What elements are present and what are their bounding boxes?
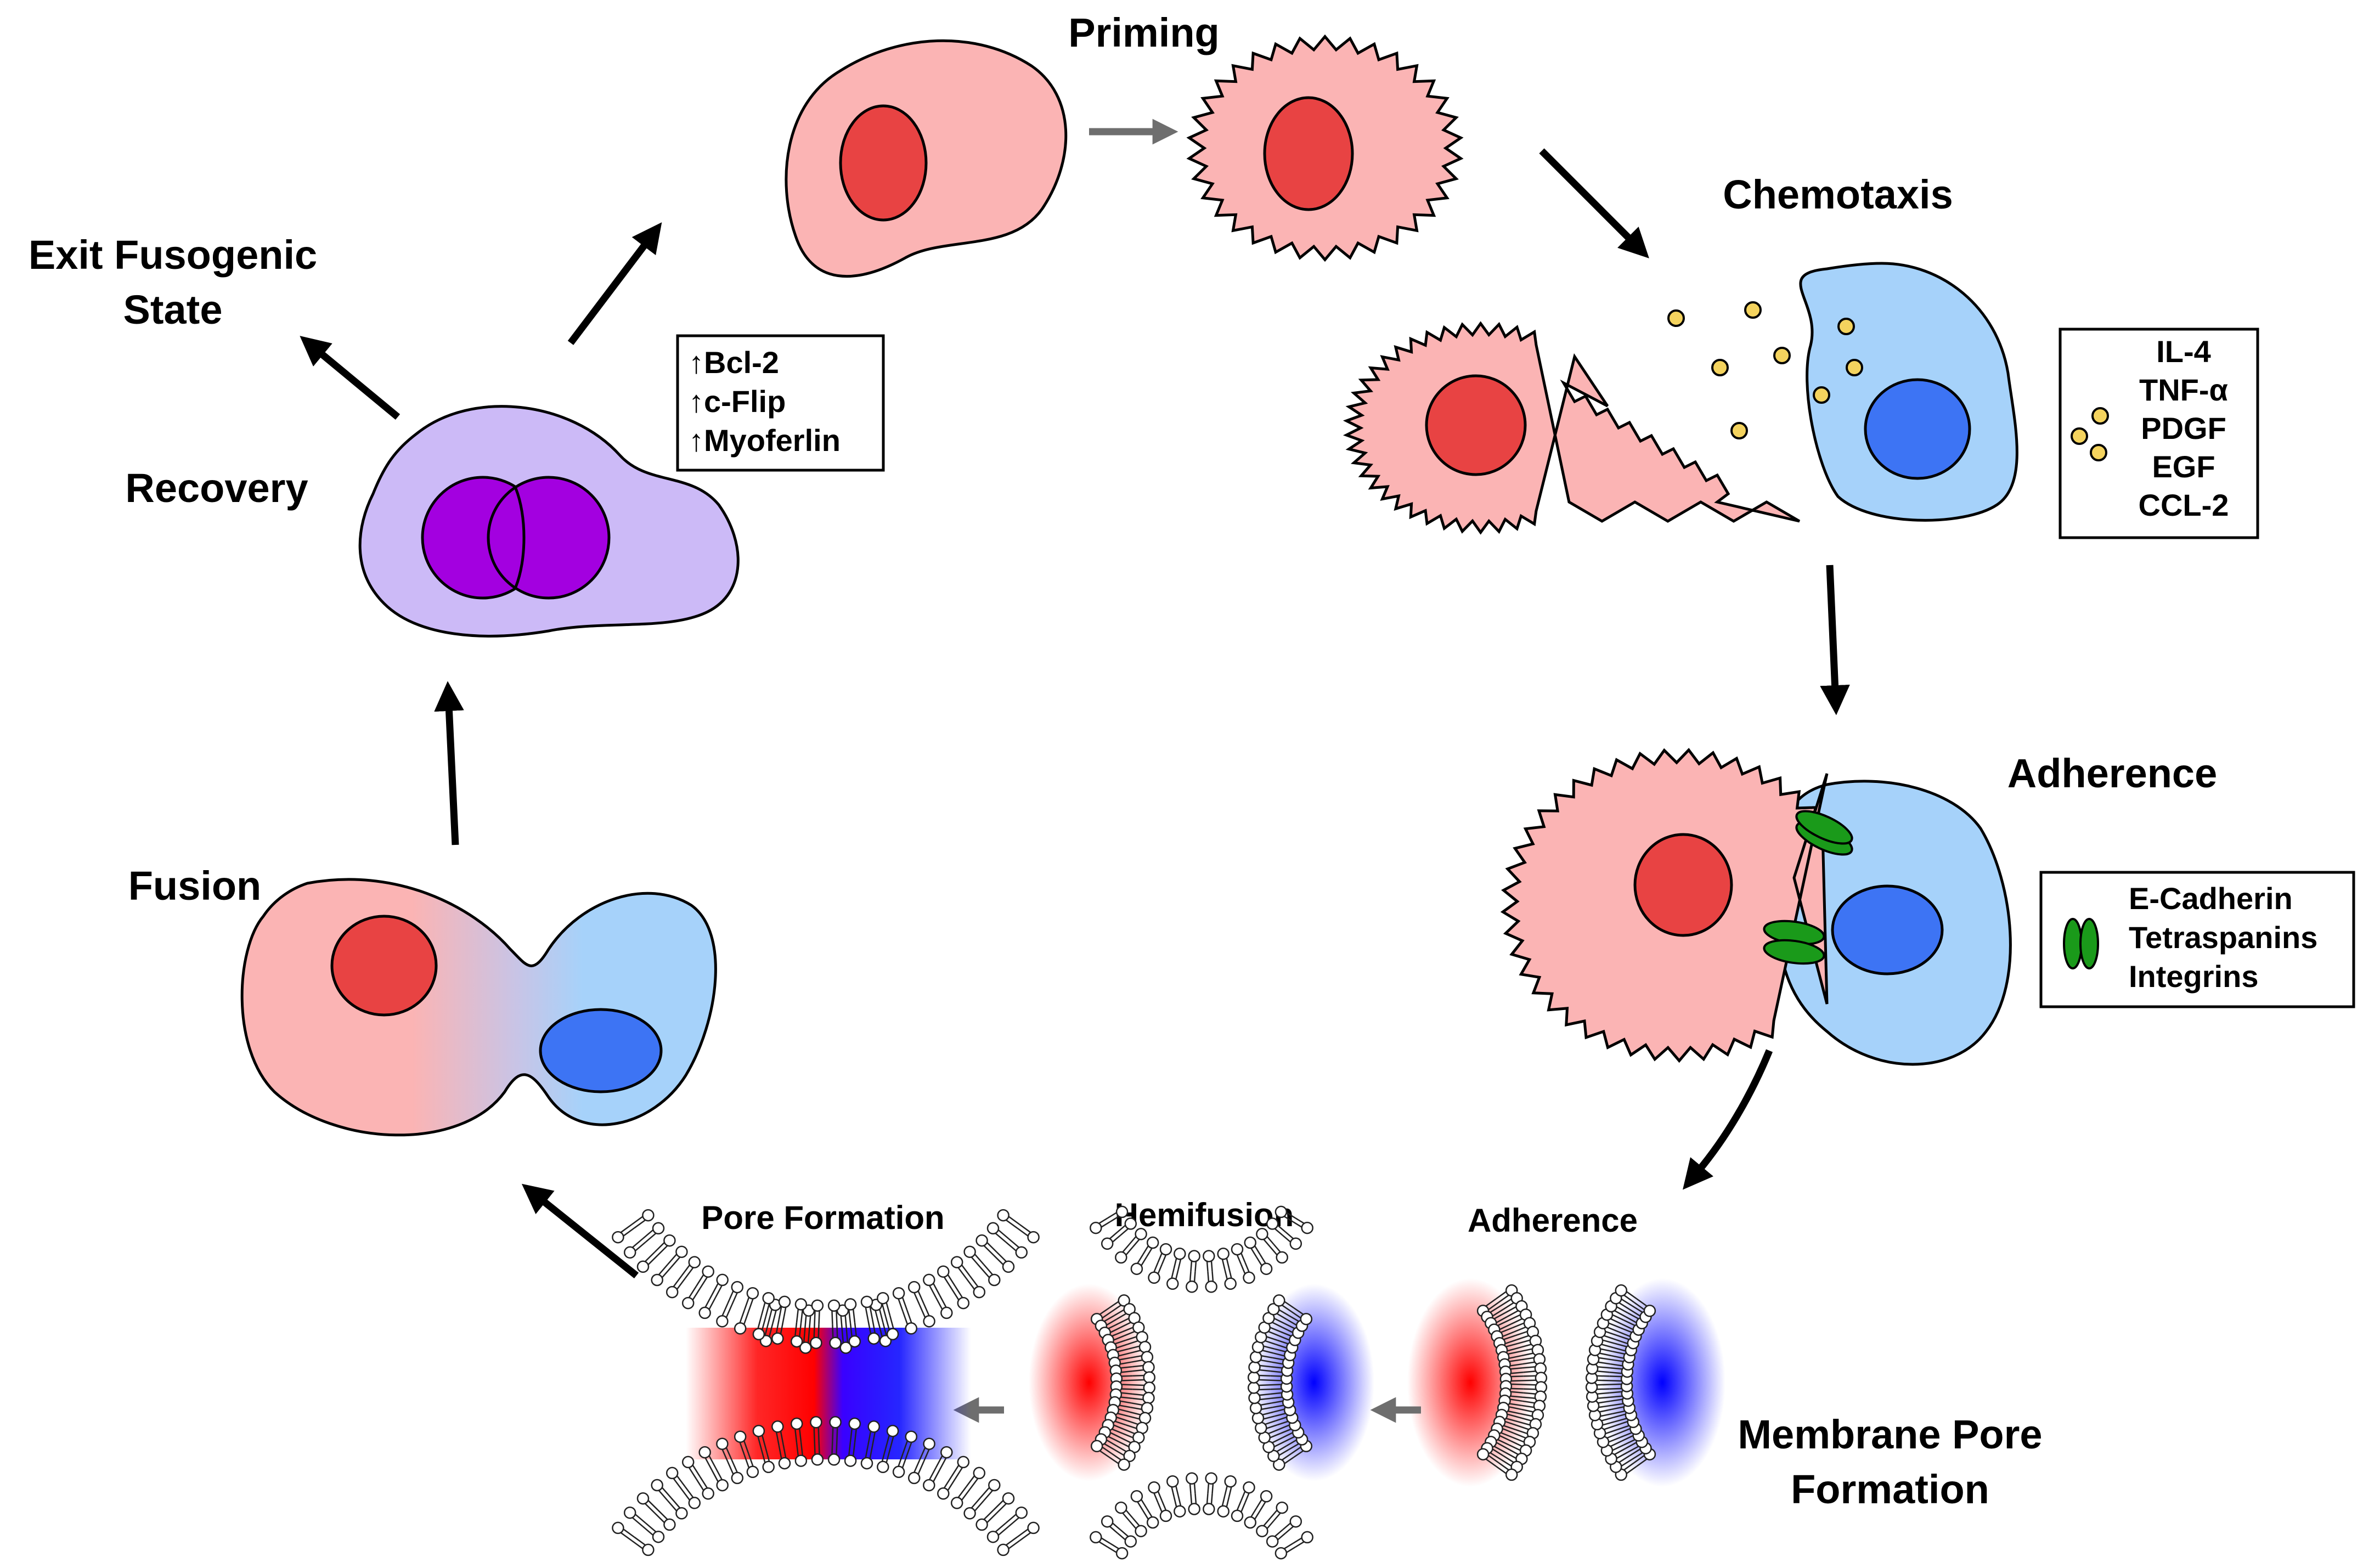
adhering-macrophage [1500,748,1832,1063]
chemokine-il4: IL-4 [2156,334,2211,369]
stage-label-exit-2: State [123,287,223,332]
recovered-cell [358,405,740,638]
adhesion-molecule-legend-icon [2063,918,2099,969]
stage-label-membrane-pore-1: Membrane Pore [1738,1412,2042,1457]
chemokine-dot [1744,301,1762,319]
fusing-cells [240,878,717,1137]
adhesion-molecule-box: E-Cadherin Tetraspanins Integrins [2039,871,2355,1008]
arrow-to-chemotaxis [1539,148,1649,258]
chemokine-dot [1667,309,1685,327]
chemokine-legend-icon [2071,407,2109,461]
chemokine-legend-dot [2090,444,2107,461]
adhesion-tetraspanins: Tetraspanins [2129,920,2317,955]
primed-macrophage [1186,34,1464,262]
chemokine-dot [1813,386,1830,404]
membrane-adherence [1407,1278,1725,1487]
chemokine-dot [1730,422,1748,439]
adhesion-ecadherin: E-Cadherin [2129,881,2293,916]
resting-macrophage [785,39,1068,278]
chemokine-dots [1667,301,1863,439]
arrow-to-recovery [434,681,464,845]
membrane-pore-formation [612,1209,1040,1556]
adhesion-molecules [1763,810,1853,965]
membrane-step-adherence: Adherence [1468,1202,1638,1239]
chemokine-egf: EGF [2152,449,2215,484]
marker-cflip: ↑c-Flip [689,384,786,419]
stage-label-adherence: Adherence [2007,751,2217,796]
adhesion-integrins: Integrins [2129,959,2258,994]
arrow-to-priming [567,222,662,345]
arrow-to-fusion [521,1183,639,1279]
chemokine-ccl2: CCL-2 [2139,488,2229,522]
migrating-macrophage [1343,321,1801,535]
macrophage-nucleus [839,104,928,222]
marker-bcl2: ↑Bcl-2 [689,345,779,380]
chemokine-dot [1837,318,1855,335]
chemokine-dot [1846,359,1863,376]
membrane-hemifusion [1029,1205,1374,1560]
stage-label-membrane-pore-2: Formation [1791,1467,1989,1512]
stage-label-priming: Priming [1068,10,1219,55]
chemokine-legend-dot [2091,407,2109,425]
marker-myoferlin: ↑Myoferlin [689,423,841,458]
arrow-to-membrane-pore [1683,1049,1773,1190]
chemokine-dot [1711,359,1729,376]
arrow-exit-fusogenic [300,336,401,420]
stage-label-fusion: Fusion [128,863,262,909]
recovery-marker-box: ↑Bcl-2 ↑c-Flip ↑Myoferlin [676,334,885,472]
chemokine-pdgf: PDGF [2141,411,2226,445]
target-cell-chemotaxis [1799,262,2018,522]
arrow-to-adherence [1820,565,1850,715]
chemokine-box: IL-4 TNF-α PDGF EGF CCL-2 [2059,328,2259,539]
membrane-step-pore-formation: Pore Formation [701,1199,944,1236]
stage-label-recovery: Recovery [125,465,308,511]
membrane-step-hemifusion: Hemifusion [1115,1197,1294,1233]
chemokine-dot [1773,347,1791,364]
chemokine-tnfa: TNF-α [2139,373,2228,407]
chemokine-legend-dot [2071,427,2088,445]
binucleate-nucleus [421,476,611,600]
stage-label-chemotaxis: Chemotaxis [1723,172,1953,217]
stage-label-exit-1: Exit Fusogenic [29,232,317,278]
